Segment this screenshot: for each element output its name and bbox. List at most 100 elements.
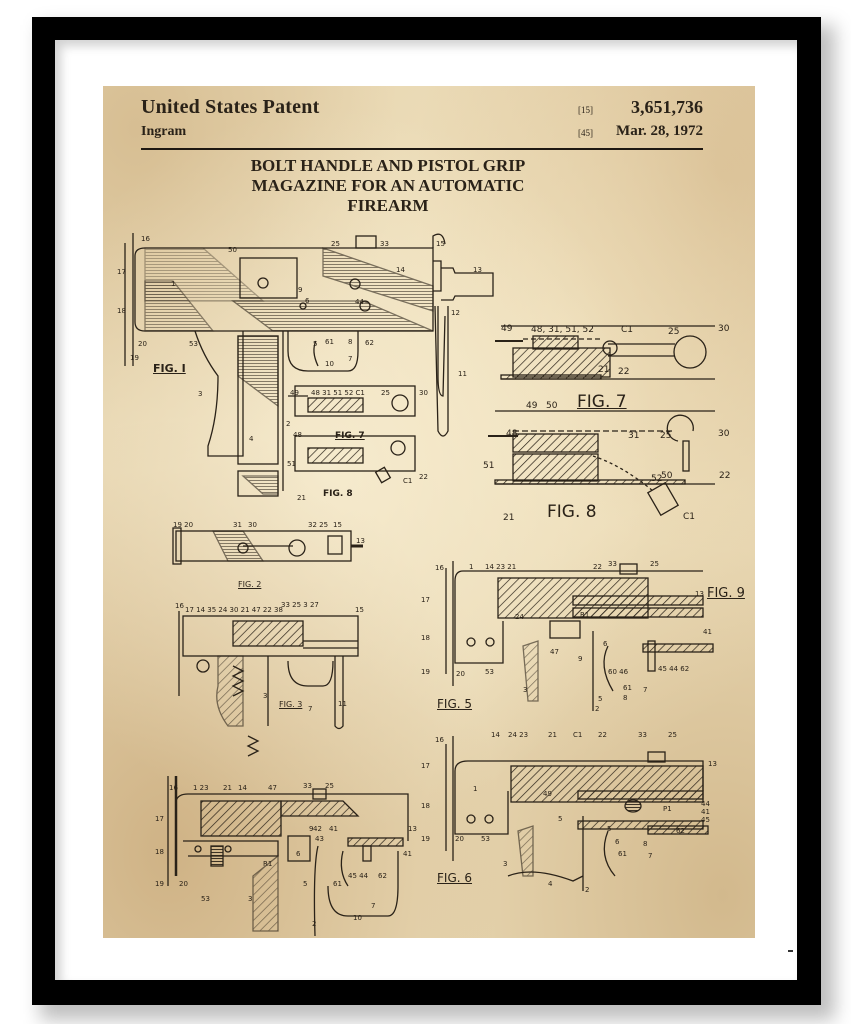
svg-text:R1: R1 <box>580 611 589 619</box>
svg-text:14: 14 <box>238 784 247 792</box>
title-line-2: MAGAZINE FOR AN AUTOMATIC <box>251 176 525 195</box>
svg-text:19 20: 19 20 <box>173 521 193 529</box>
svg-text:1: 1 <box>473 785 477 793</box>
svg-text:22: 22 <box>618 367 629 377</box>
svg-text:8: 8 <box>643 840 647 848</box>
svg-text:50: 50 <box>546 401 558 411</box>
svg-text:51: 51 <box>483 461 494 471</box>
svg-text:C1: C1 <box>403 477 412 485</box>
svg-text:9: 9 <box>298 286 302 294</box>
svg-text:48: 48 <box>293 431 302 439</box>
svg-text:15: 15 <box>355 606 364 614</box>
svg-text:5: 5 <box>303 880 307 888</box>
svg-text:8: 8 <box>623 694 627 702</box>
svg-text:21: 21 <box>548 731 557 739</box>
svg-text:13: 13 <box>695 590 704 598</box>
svg-text:17: 17 <box>117 268 126 276</box>
patent-date-code: [45] <box>578 128 593 138</box>
svg-text:62: 62 <box>676 827 685 835</box>
svg-text:47: 47 <box>550 648 559 656</box>
svg-text:5: 5 <box>313 340 317 348</box>
svg-text:7: 7 <box>308 705 312 713</box>
fig6-label: FIG. 6 <box>437 871 473 885</box>
svg-text:45: 45 <box>701 816 710 824</box>
patent-number-code: [15] <box>578 105 593 115</box>
svg-text:31: 31 <box>628 431 639 441</box>
svg-text:20: 20 <box>138 340 147 348</box>
fig7-small-label: FIG. 7 <box>335 431 365 441</box>
fig6-drawing <box>445 736 709 891</box>
svg-text:21: 21 <box>297 494 306 502</box>
svg-text:16: 16 <box>435 564 444 572</box>
svg-text:2: 2 <box>312 920 316 928</box>
svg-text:50: 50 <box>228 246 237 254</box>
svg-text:14: 14 <box>396 266 405 274</box>
svg-text:21: 21 <box>223 784 232 792</box>
svg-text:32 25: 32 25 <box>308 521 328 529</box>
svg-text:11: 11 <box>338 700 347 708</box>
svg-text:5: 5 <box>558 815 562 823</box>
svg-text:6: 6 <box>615 838 620 846</box>
svg-text:7: 7 <box>643 686 647 694</box>
svg-text:61: 61 <box>333 880 342 888</box>
svg-text:48 31 51 52 C1: 48 31 51 52 C1 <box>311 389 365 397</box>
fig2-label: FIG. 2 <box>238 580 262 589</box>
svg-text:61: 61 <box>325 338 334 346</box>
svg-text:9: 9 <box>309 825 313 833</box>
svg-text:42: 42 <box>313 825 322 833</box>
svg-text:31: 31 <box>233 521 242 529</box>
svg-text:16: 16 <box>141 235 150 243</box>
svg-text:13: 13 <box>473 266 482 274</box>
svg-text:6: 6 <box>296 850 301 858</box>
svg-text:19: 19 <box>421 668 430 676</box>
svg-text:25: 25 <box>650 560 659 568</box>
svg-text:21: 21 <box>503 513 514 523</box>
svg-text:18: 18 <box>421 634 430 642</box>
svg-text:24: 24 <box>515 613 524 621</box>
svg-text:2: 2 <box>595 705 599 713</box>
svg-text:48, 31, 51, 52: 48, 31, 51, 52 <box>531 325 594 335</box>
svg-text:19: 19 <box>130 354 139 362</box>
fig7-large-label: FIG. 7 <box>577 392 627 412</box>
fig9-label: FIG. 9 <box>707 586 745 601</box>
svg-text:C1: C1 <box>683 512 695 522</box>
svg-text:25: 25 <box>381 389 390 397</box>
svg-text:44: 44 <box>701 800 710 808</box>
svg-text:8: 8 <box>348 338 352 346</box>
svg-text:33: 33 <box>608 560 617 568</box>
svg-text:1: 1 <box>171 280 175 288</box>
svg-text:18: 18 <box>155 848 164 856</box>
svg-text:18: 18 <box>117 307 126 315</box>
svg-text:22: 22 <box>593 563 602 571</box>
svg-text:33: 33 <box>380 240 389 248</box>
svg-text:15: 15 <box>333 521 342 529</box>
svg-text:49: 49 <box>501 324 513 334</box>
svg-text:13: 13 <box>356 537 365 545</box>
svg-text:25: 25 <box>668 731 677 739</box>
svg-text:16: 16 <box>435 736 444 744</box>
svg-text:4: 4 <box>548 880 553 888</box>
svg-text:30: 30 <box>248 521 257 529</box>
svg-text:C1: C1 <box>573 731 582 739</box>
svg-text:51: 51 <box>287 460 296 468</box>
fig8-small-label: FIG. 8 <box>323 489 353 499</box>
fig3-drawing <box>178 611 359 757</box>
fig3-label: FIG. 3 <box>279 700 303 709</box>
patent-date: Mar. 28, 1972 <box>616 123 703 139</box>
svg-text:7: 7 <box>648 852 652 860</box>
svg-text:49: 49 <box>543 790 552 798</box>
svg-text:18: 18 <box>421 802 430 810</box>
svg-text:17: 17 <box>421 596 430 604</box>
svg-text:41: 41 <box>703 628 712 636</box>
svg-text:15: 15 <box>436 240 445 248</box>
svg-text:R1: R1 <box>263 860 272 868</box>
fig8-large-drawing <box>488 410 715 517</box>
svg-text:48: 48 <box>506 429 518 439</box>
svg-text:61: 61 <box>623 684 632 692</box>
svg-text:22: 22 <box>598 731 607 739</box>
svg-text:30: 30 <box>718 429 730 439</box>
svg-text:60 46: 60 46 <box>608 668 629 676</box>
svg-text:3: 3 <box>248 895 252 903</box>
svg-text:53: 53 <box>201 895 210 903</box>
